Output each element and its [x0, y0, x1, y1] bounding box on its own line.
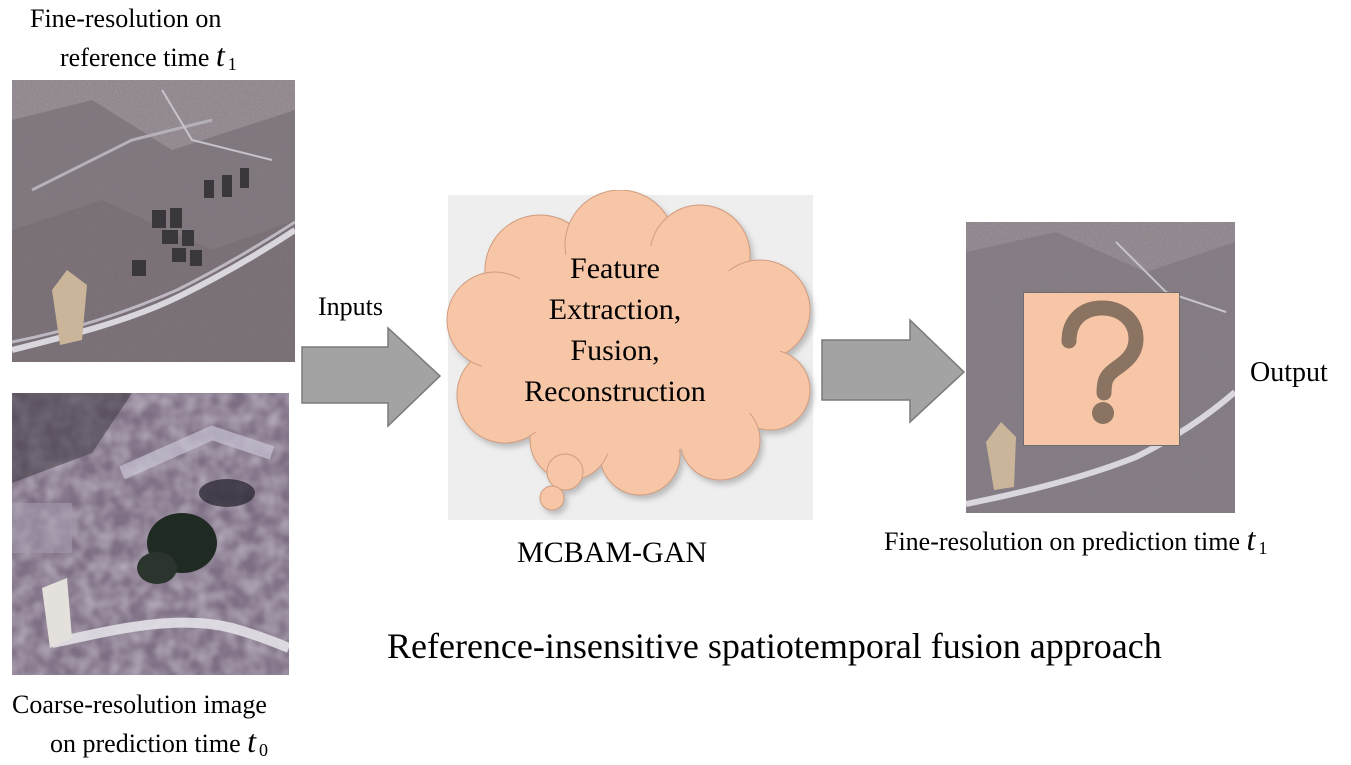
fine-ref-label-line1: Fine-resolution on [30, 4, 222, 33]
thought-cloud [446, 190, 811, 511]
unknown-output-box [1023, 292, 1180, 446]
fine-ref-sub: 1 [227, 54, 237, 74]
fine-resolution-image [12, 80, 295, 362]
fine-ref-label-line2: reference time [60, 43, 210, 72]
model-step-1: Feature [570, 252, 660, 285]
coarse-label-line1: Coarse-resolution image [12, 690, 267, 719]
inputs-label: Inputs [318, 292, 383, 321]
approach-title: Reference-insensitive spatiotemporal fus… [387, 626, 1162, 666]
output-caption-text: Fine-resolution on prediction time [884, 527, 1240, 556]
output-var: t [1246, 521, 1256, 557]
model-step-2: Extraction, [548, 293, 682, 326]
model-step-4: Reconstruction [524, 375, 706, 408]
output-label: Output [1250, 357, 1328, 388]
model-step-3: Fusion, [570, 334, 660, 367]
question-mark-icon [1061, 300, 1144, 424]
coarse-sub: 0 [259, 740, 269, 760]
input-arrow [301, 326, 442, 428]
coarse-resolution-image [12, 393, 289, 675]
output-sub: 1 [1258, 538, 1268, 558]
output-image [966, 222, 1235, 513]
fine-ref-var: t [215, 37, 225, 73]
output-arrow [821, 318, 966, 424]
model-name: MCBAM-GAN [517, 536, 708, 569]
model-steps: Feature Extraction, Fusion, Reconstructi… [470, 248, 760, 412]
coarse-label: Coarse-resolution image [12, 688, 267, 722]
fine-ref-label: Fine-resolution on [30, 2, 221, 36]
coarse-label-line2: on prediction time [50, 729, 241, 758]
coarse-var: t [247, 723, 257, 759]
